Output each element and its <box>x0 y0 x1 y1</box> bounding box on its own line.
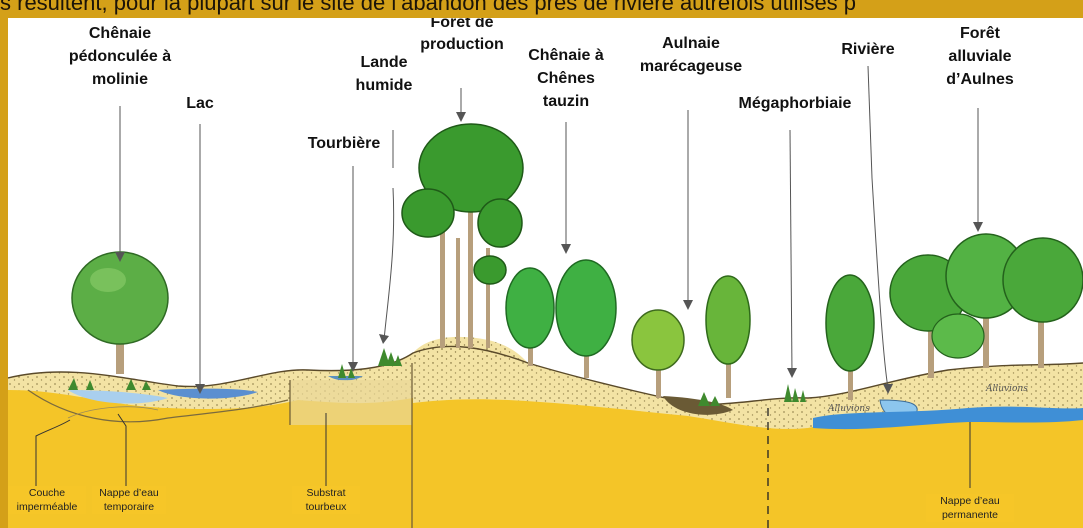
label-couche-impermeable: Couche imperméable <box>8 486 86 514</box>
label-foret-production: Forêt de production <box>412 18 512 56</box>
pine-tree-icon <box>402 124 523 348</box>
ecosystem-diagram: Chênaie pédonculée à molinie Lac Tourbiè… <box>8 18 1083 528</box>
peat-substrate <box>290 380 412 425</box>
label-chenaie-tauzin: Chênaie à Chênes tauzin <box>510 44 622 113</box>
label-riviere: Rivière <box>828 38 908 61</box>
label-lac: Lac <box>180 92 220 115</box>
label-lande-humide: Lande humide <box>344 51 424 97</box>
alluvial-forest-icon <box>890 234 1083 378</box>
label-aulnaie: Aulnaie marécageuse <box>626 32 756 78</box>
label-chenaie-pedonculee: Chênaie pédonculée à molinie <box>58 22 182 91</box>
riverside-tree-icon <box>826 275 874 400</box>
alluvions-label: Alluvions <box>986 384 1028 394</box>
label-tourbiere: Tourbière <box>294 132 394 155</box>
label-substrat-tourbeux: Substrat tourbeux <box>292 486 360 514</box>
label-megaphorbiaie: Mégaphorbiaie <box>720 92 870 115</box>
alluvions-label: Alluvions <box>828 404 870 414</box>
oak-tree-icon <box>72 252 168 344</box>
label-nappe-permanente: Nappe d’eau permanente <box>926 494 1014 522</box>
alder-tree-icon <box>632 276 750 398</box>
label-nappe-temporaire: Nappe d’eau temporaire <box>92 486 166 514</box>
intro-text: s résultent, pour la plupart sur le site… <box>0 0 1083 18</box>
label-foret-alluviale: Forêt alluviale d’Aulnes <box>930 22 1030 91</box>
